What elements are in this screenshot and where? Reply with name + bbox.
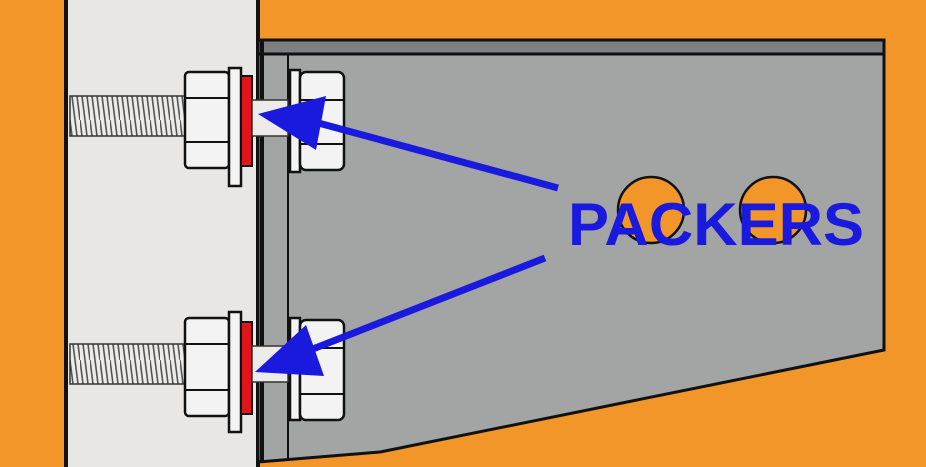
bracket-hole-right bbox=[738, 175, 808, 245]
upper-arrow bbox=[258, 96, 559, 192]
upper-washer bbox=[227, 66, 243, 188]
packers-label: PACKERS bbox=[568, 191, 864, 258]
bracket-plate bbox=[256, 52, 886, 464]
lower-packer bbox=[240, 321, 253, 415]
lower-bolt-thread bbox=[69, 343, 191, 385]
upper-arrow-shaft bbox=[299, 114, 559, 192]
upper-arrow-head bbox=[258, 96, 326, 150]
upper-bolt-thread bbox=[69, 95, 191, 137]
lower-arrow-shaft bbox=[293, 254, 547, 360]
upper-packer bbox=[240, 75, 253, 167]
lower-arrow bbox=[255, 254, 547, 376]
lower-hex-nut bbox=[183, 316, 231, 418]
upper-hex-nut bbox=[183, 70, 231, 170]
lower-arrow-head bbox=[255, 325, 324, 376]
lower-washer bbox=[227, 310, 243, 434]
bracket-top-flange bbox=[256, 38, 886, 56]
bracket-hole-left bbox=[616, 175, 686, 245]
